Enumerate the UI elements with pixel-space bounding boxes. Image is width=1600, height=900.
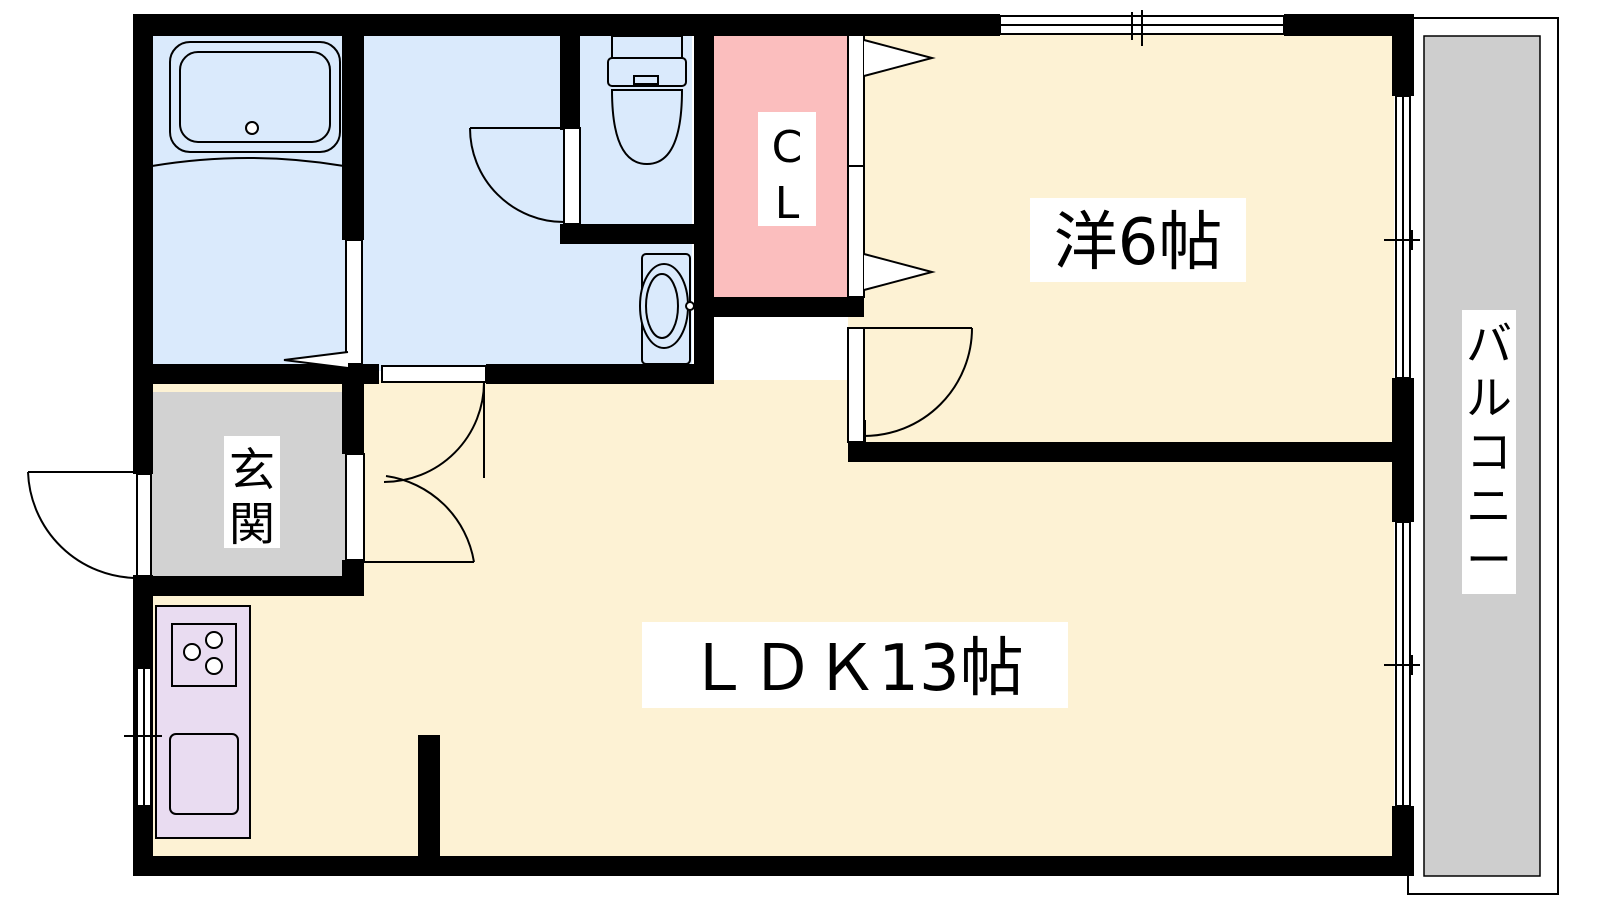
outer-wall-top-left — [133, 14, 1000, 36]
closet-label-c: C — [772, 122, 803, 173]
closet-doors — [847, 34, 936, 298]
labels: 洋6帖 ＬＤＫ13帖 C L 玄 関 バ ル コ ニ ー — [224, 112, 1516, 708]
outer-wall-top-right — [1284, 14, 1411, 36]
doors — [27, 34, 973, 579]
balcony-label-5: ー — [1466, 533, 1512, 587]
stove-icon — [171, 623, 237, 687]
balcony-label-1: バ — [1466, 317, 1512, 371]
toilet-wall-bottom — [560, 224, 694, 244]
windows — [124, 10, 1420, 807]
wet-area-bottom-wall — [133, 364, 379, 384]
sink-icon — [639, 253, 695, 365]
balcony-label-2: ル — [1466, 371, 1512, 425]
balcony-label-3: コ — [1466, 425, 1512, 479]
outer-wall-bottom — [133, 856, 1414, 876]
ldk-stub-wall — [418, 735, 440, 860]
closet-wall-left — [694, 35, 714, 384]
ldk-label-bg — [642, 622, 1068, 708]
entrance-wall-bottom — [133, 576, 364, 596]
genkan-label-2: 関 — [229, 497, 275, 551]
front-door — [27, 471, 152, 579]
toilet-wall-left — [560, 35, 580, 130]
outer-wall-left-upper — [133, 14, 153, 474]
closet-label-bg — [758, 112, 816, 226]
bathtub-icon — [151, 41, 345, 167]
bath-door — [283, 239, 363, 369]
genkan-label-bg — [224, 436, 280, 548]
closet-label-l: L — [775, 178, 800, 229]
western-room-door — [847, 327, 973, 443]
genkan-label-1: 玄 — [229, 443, 275, 497]
kitchen-sink-icon — [169, 733, 239, 815]
entrance-wall-right-upper — [342, 364, 364, 454]
balcony-label-bg — [1462, 310, 1516, 594]
washroom-door — [381, 365, 487, 483]
balcony-label-4: ニ — [1466, 479, 1512, 533]
toilet-door — [469, 127, 581, 225]
ldk-label: ＬＤＫ13帖 — [686, 632, 1023, 706]
entrance-inner-door — [345, 453, 475, 563]
western-label-bg — [1030, 198, 1246, 282]
western-wall-bottom — [848, 442, 1414, 462]
outer-wall-right-top — [1392, 14, 1414, 96]
entrance-wall-right-lower — [342, 560, 364, 596]
wet-area-bottom-wall-right — [486, 364, 712, 384]
closet-wall-bottom — [694, 297, 864, 317]
bath-wall-right — [342, 35, 364, 240]
walls — [133, 14, 1414, 876]
western-room-label: 洋6帖 — [1054, 206, 1223, 280]
toilet-icon — [607, 35, 687, 166]
fixtures — [151, 35, 695, 815]
